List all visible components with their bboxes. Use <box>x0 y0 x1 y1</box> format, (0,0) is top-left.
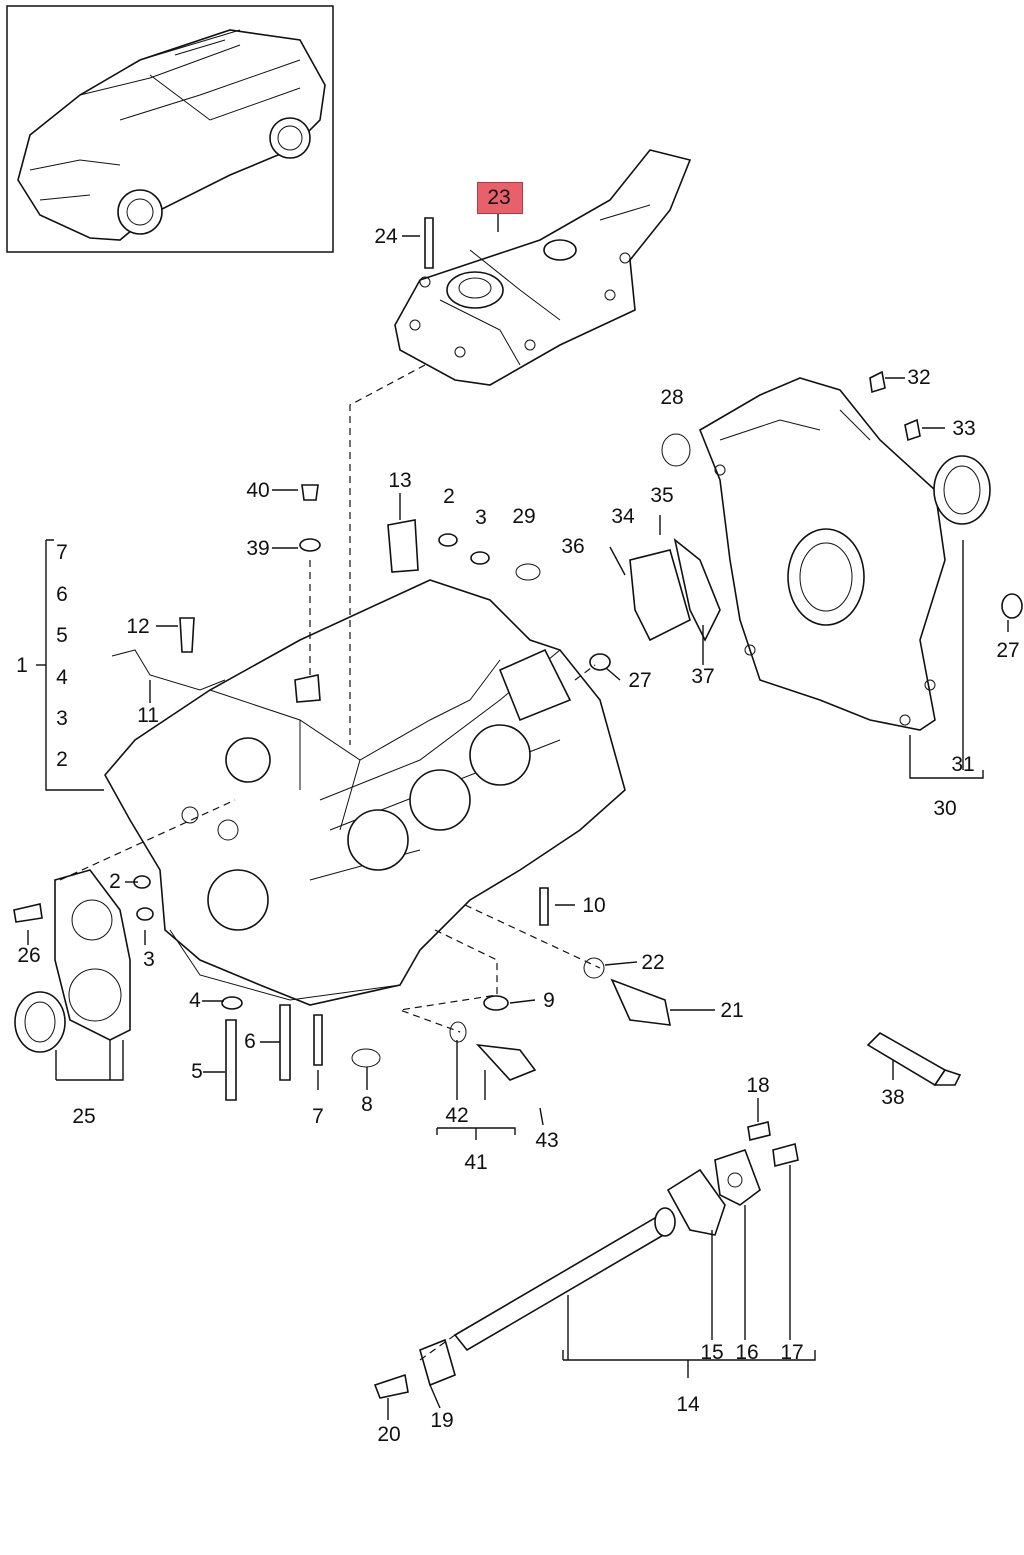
label-27-right[interactable]: 27 <box>996 639 1020 662</box>
label-9[interactable]: 9 <box>543 989 555 1012</box>
small-parts <box>13 217 1023 1399</box>
label-2-list[interactable]: 2 <box>56 748 68 771</box>
label-39[interactable]: 39 <box>246 537 270 560</box>
label-36[interactable]: 36 <box>561 535 585 558</box>
part-38-sealant-tube[interactable] <box>866 1032 962 1087</box>
label-8[interactable]: 8 <box>361 1093 373 1116</box>
label-23[interactable]: 23 <box>487 186 511 209</box>
label-13[interactable]: 13 <box>388 469 412 492</box>
label-26[interactable]: 26 <box>17 944 41 967</box>
label-1[interactable]: 1 <box>16 654 28 677</box>
part-23-cover[interactable] <box>394 149 692 386</box>
label-11[interactable]: 11 <box>137 704 159 727</box>
label-43[interactable]: 43 <box>535 1129 559 1152</box>
label-40[interactable]: 40 <box>246 479 270 502</box>
engine-block[interactable] <box>104 579 626 1006</box>
label-16[interactable]: 16 <box>735 1341 759 1364</box>
label-31[interactable]: 31 <box>951 753 975 776</box>
label-2-left[interactable]: 2 <box>109 870 121 893</box>
label-37[interactable]: 37 <box>691 665 715 688</box>
label-28[interactable]: 28 <box>660 386 684 409</box>
label-6-list[interactable]: 6 <box>56 583 68 606</box>
label-22[interactable]: 22 <box>641 951 665 974</box>
label-33[interactable]: 33 <box>952 417 976 440</box>
label-7-list[interactable]: 7 <box>56 541 68 564</box>
label-10[interactable]: 10 <box>582 894 606 917</box>
part-14-shaft[interactable] <box>453 1148 761 1352</box>
label-38[interactable]: 38 <box>881 1086 905 1109</box>
label-4[interactable]: 4 <box>189 989 201 1012</box>
label-20[interactable]: 20 <box>377 1423 401 1446</box>
label-35[interactable]: 35 <box>650 484 674 507</box>
label-12[interactable]: 12 <box>126 615 150 638</box>
label-18[interactable]: 18 <box>746 1074 770 1097</box>
label-27-center[interactable]: 27 <box>628 669 652 692</box>
label-2-top[interactable]: 2 <box>443 485 455 508</box>
label-32[interactable]: 32 <box>907 366 931 389</box>
label-4-list[interactable]: 4 <box>56 666 68 689</box>
label-29[interactable]: 29 <box>512 505 536 528</box>
label-24[interactable]: 24 <box>374 225 398 248</box>
label-5-list[interactable]: 5 <box>56 624 68 647</box>
label-34[interactable]: 34 <box>611 505 635 528</box>
label-42[interactable]: 42 <box>445 1104 469 1127</box>
label-41[interactable]: 41 <box>464 1151 488 1174</box>
label-7[interactable]: 7 <box>312 1105 324 1128</box>
leader-lines <box>27 212 1009 1420</box>
label-30[interactable]: 30 <box>933 797 957 820</box>
label-15[interactable]: 15 <box>700 1341 724 1364</box>
label-25[interactable]: 25 <box>72 1105 96 1128</box>
label-3-top[interactable]: 3 <box>475 506 487 529</box>
highlight-box-23 <box>477 182 523 214</box>
part-25-front-cover[interactable] <box>14 869 131 1053</box>
label-5[interactable]: 5 <box>191 1060 203 1083</box>
label-3-left[interactable]: 3 <box>143 948 155 971</box>
label-3-list[interactable]: 3 <box>56 707 68 730</box>
label-21[interactable]: 21 <box>720 999 744 1022</box>
label-19[interactable]: 19 <box>430 1409 454 1432</box>
part-31-seal[interactable] <box>933 455 991 525</box>
vehicle-thumbnail <box>6 5 334 253</box>
label-6[interactable]: 6 <box>244 1030 256 1053</box>
label-14[interactable]: 14 <box>676 1393 700 1416</box>
part-30-rear-cover[interactable] <box>699 377 946 731</box>
assembly-lines <box>59 364 601 1361</box>
label-17[interactable]: 17 <box>780 1341 804 1364</box>
